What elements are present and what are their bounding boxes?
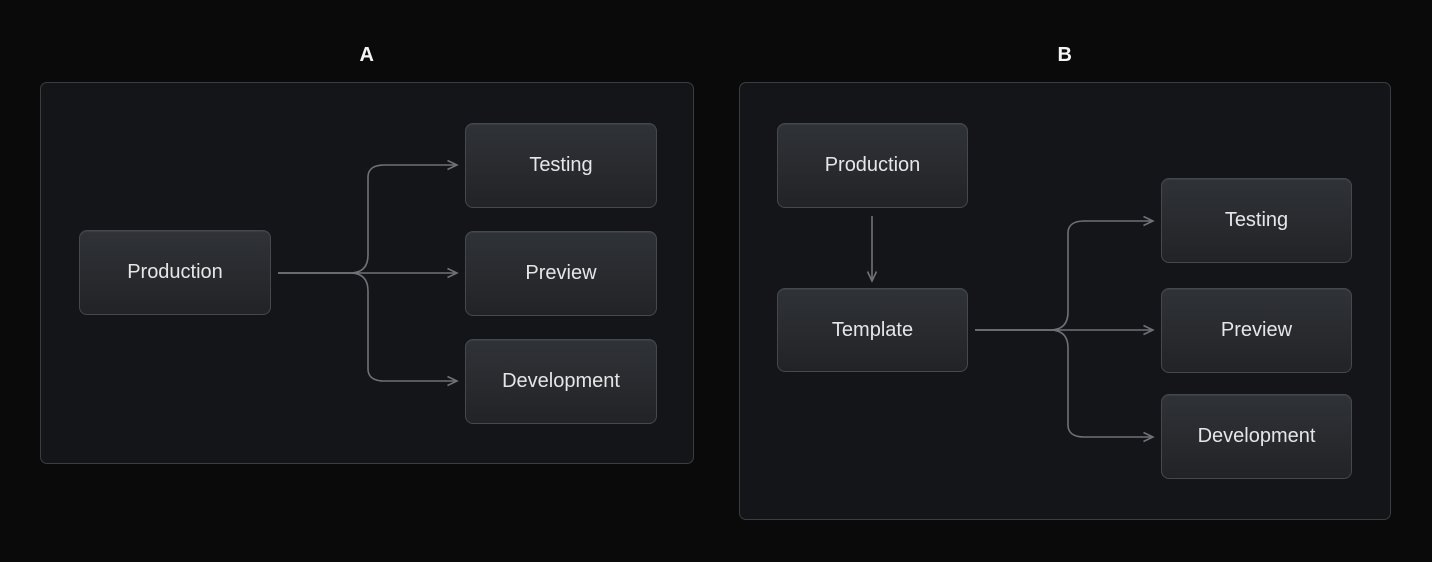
node-a-development: Development	[465, 339, 657, 424]
node-b-template: Template	[777, 288, 968, 372]
node-b-development: Development	[1161, 394, 1352, 479]
panel-label-b: B	[1057, 44, 1073, 66]
node-a-testing: Testing	[465, 123, 657, 208]
node-a-production: Production	[79, 230, 271, 315]
node-b-production: Production	[777, 123, 968, 208]
panel-label-a: A	[359, 44, 375, 66]
node-b-preview: Preview	[1161, 288, 1352, 373]
node-a-preview: Preview	[465, 231, 657, 316]
node-b-testing: Testing	[1161, 178, 1352, 263]
